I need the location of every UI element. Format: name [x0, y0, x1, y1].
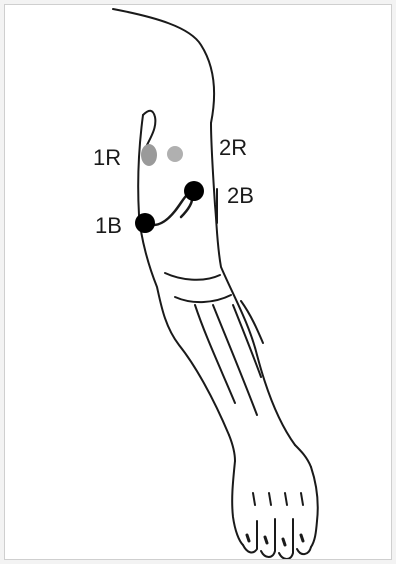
- forearm-line-1: [195, 305, 235, 403]
- knuckle-2: [269, 493, 271, 505]
- armpit-contour: [143, 111, 155, 145]
- finger-4: [297, 547, 311, 554]
- finger-3: [279, 519, 293, 559]
- shoulder-outline: [113, 9, 214, 123]
- knuckle-4: [301, 493, 303, 505]
- nail-1: [247, 535, 249, 541]
- arm-diagram: [5, 5, 391, 559]
- nail-3: [283, 539, 285, 545]
- knuckle-1: [253, 493, 255, 505]
- label-1r: 1R: [93, 147, 121, 169]
- wrist-right: [295, 445, 311, 467]
- hand-right: [311, 467, 318, 547]
- electrode-2r: [167, 146, 183, 162]
- nail-4: [301, 535, 303, 541]
- figure-frame: 1R 2R 2B 1B: [4, 4, 392, 560]
- nail-2: [265, 537, 267, 543]
- forearm-line-2: [213, 305, 257, 415]
- hand-outline: [232, 461, 243, 545]
- upper-arm-outer-edge: [211, 123, 295, 445]
- electrode-2b: [184, 181, 204, 201]
- finger-2: [261, 519, 275, 557]
- electrode-1b: [135, 213, 155, 233]
- electrode-1r: [141, 144, 157, 166]
- label-1b: 1B: [95, 215, 122, 237]
- finger-1: [243, 521, 257, 552]
- wrist-left: [229, 435, 235, 461]
- label-2r: 2R: [219, 137, 247, 159]
- elbow-crease: [165, 273, 220, 280]
- knuckle-3: [285, 493, 287, 505]
- label-2b: 2B: [227, 185, 254, 207]
- elbow-fold: [175, 295, 231, 302]
